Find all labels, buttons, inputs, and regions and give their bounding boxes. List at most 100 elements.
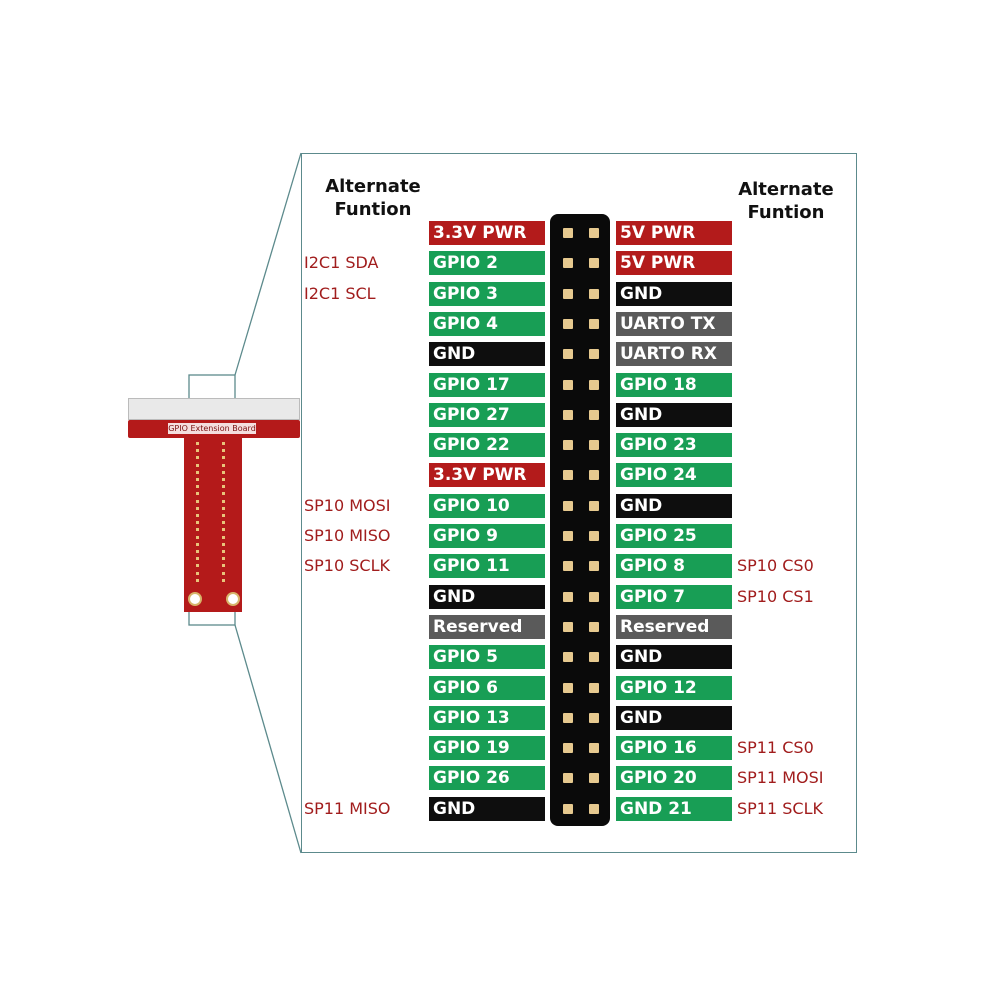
board-pin [222,572,225,575]
header-pin-odd [563,258,573,268]
board-pin [196,557,199,560]
board-pin [196,456,199,459]
header-pin-odd [563,289,573,299]
right-pin-label: GND [616,494,732,518]
board-pin [222,478,225,481]
mounting-hole-right [226,592,240,606]
board-pin [222,485,225,488]
header-pin-odd [563,380,573,390]
board-pin [222,557,225,560]
right-pin-label: GND 21 [616,797,732,821]
board-pin [196,471,199,474]
header-pin-even [589,713,599,723]
board-pin [222,521,225,524]
header-pin-even [589,622,599,632]
header-pin-even [589,319,599,329]
header-pin-even [589,561,599,571]
left-alt-function-label: SP10 SCLK [304,556,390,575]
header-pin-even [589,228,599,238]
left-pin-label: 3.3V PWR [429,463,545,487]
board-pin [196,442,199,445]
header-pin-even [589,289,599,299]
left-alt-function-label: SP10 MOSI [304,496,391,515]
board-pin [222,442,225,445]
right-pin-label: GPIO 12 [616,676,732,700]
left-alt-function-label: I2C1 SDA [304,253,379,272]
header-pin-odd [563,228,573,238]
header-pin-odd [563,561,573,571]
board-pin [196,543,199,546]
right-alt-function-label: SP11 SCLK [737,799,823,818]
board-pin [196,514,199,517]
board-pin [196,572,199,575]
right-pin-label: GPIO 25 [616,524,732,548]
mounting-hole-left [188,592,202,606]
right-pin-label: GPIO 23 [616,433,732,457]
left-pin-label: GND [429,342,545,366]
header-pin-odd [563,622,573,632]
right-pin-label: GND [616,706,732,730]
header-pin-even [589,258,599,268]
left-pin-label: GPIO 2 [429,251,545,275]
header-pin-odd [563,743,573,753]
header-pin-even [589,652,599,662]
header-pin-odd [563,804,573,814]
board-pin [222,564,225,567]
board-stem [184,434,242,612]
left-alt-function-label: SP10 MISO [304,526,391,545]
left-pin-label: GPIO 5 [429,645,545,669]
header-pin-odd [563,531,573,541]
right-pin-label: GND [616,403,732,427]
right-pin-label: UARTO TX [616,312,732,336]
board-pin [222,536,225,539]
board-pin [196,464,199,467]
board-pin [222,464,225,467]
header-pin-odd [563,440,573,450]
header-pin-odd [563,410,573,420]
board-pin [196,528,199,531]
left-pin-label: 3.3V PWR [429,221,545,245]
left-pin-label: Reserved [429,615,545,639]
right-pin-label: Reserved [616,615,732,639]
header-pin-even [589,380,599,390]
right-pin-label: GPIO 20 [616,766,732,790]
gpio-header-strip [550,214,610,826]
callout-line-bottom [234,624,302,854]
right-pin-label: GPIO 18 [616,373,732,397]
board-pin [196,521,199,524]
header-pin-even [589,683,599,693]
right-pin-label: UARTO RX [616,342,732,366]
header-pin-even [589,531,599,541]
header-pin-even [589,773,599,783]
right-pin-label: 5V PWR [616,221,732,245]
left-pin-label: GPIO 26 [429,766,545,790]
header-pin-odd [563,652,573,662]
header-pin-even [589,410,599,420]
board-pin [222,456,225,459]
header-pin-odd [563,683,573,693]
board-pin [196,507,199,510]
right-pin-label: GPIO 8 [616,554,732,578]
board-pin [222,449,225,452]
board-pin [222,507,225,510]
board-pin [196,492,199,495]
board-caption: GPIO Extension Board [168,423,256,434]
header-pin-odd [563,713,573,723]
right-alt-function-heading: Alternate Funtion [738,179,834,223]
board-pin [196,449,199,452]
left-pin-label: GPIO 9 [429,524,545,548]
board-pin [196,564,199,567]
right-alt-function-label: SP11 CS0 [737,738,814,757]
left-alt-function-label: SP11 MISO [304,799,391,818]
board-pin [222,471,225,474]
header-pin-odd [563,319,573,329]
right-pin-label: GPIO 7 [616,585,732,609]
callout-line-top [234,152,302,376]
board-pin [222,543,225,546]
left-alt-function-heading: Alternate Funtion [325,176,421,220]
left-pin-label: GPIO 19 [429,736,545,760]
left-pin-label: GPIO 13 [429,706,545,730]
left-pin-label: GPIO 17 [429,373,545,397]
board-pin [196,500,199,503]
